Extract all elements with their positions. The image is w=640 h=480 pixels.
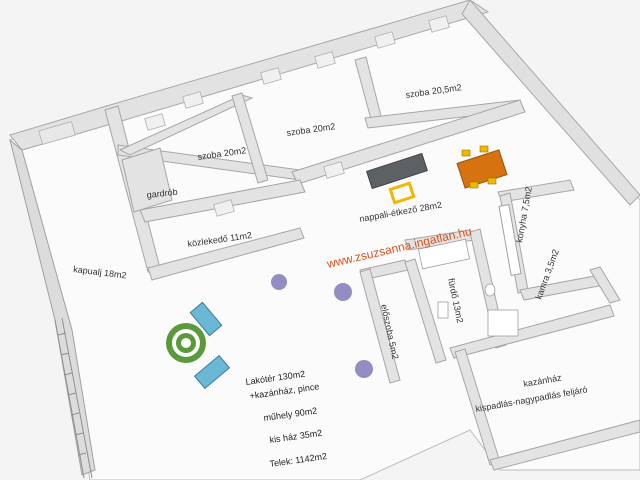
round-rug bbox=[166, 323, 206, 363]
sofa bbox=[366, 152, 428, 190]
coffee-table bbox=[388, 181, 416, 205]
fence bbox=[54, 317, 93, 479]
bathroom-fixtures bbox=[417, 238, 519, 337]
sun-loungers bbox=[189, 301, 231, 390]
kitchen-counter bbox=[498, 204, 522, 276]
room-label-gardrob: gardrób bbox=[146, 187, 178, 200]
dining-chairs bbox=[461, 145, 497, 189]
plants bbox=[271, 274, 373, 378]
interior-walls bbox=[104, 56, 640, 471]
right-wall bbox=[461, 0, 640, 206]
windows bbox=[38, 15, 450, 217]
